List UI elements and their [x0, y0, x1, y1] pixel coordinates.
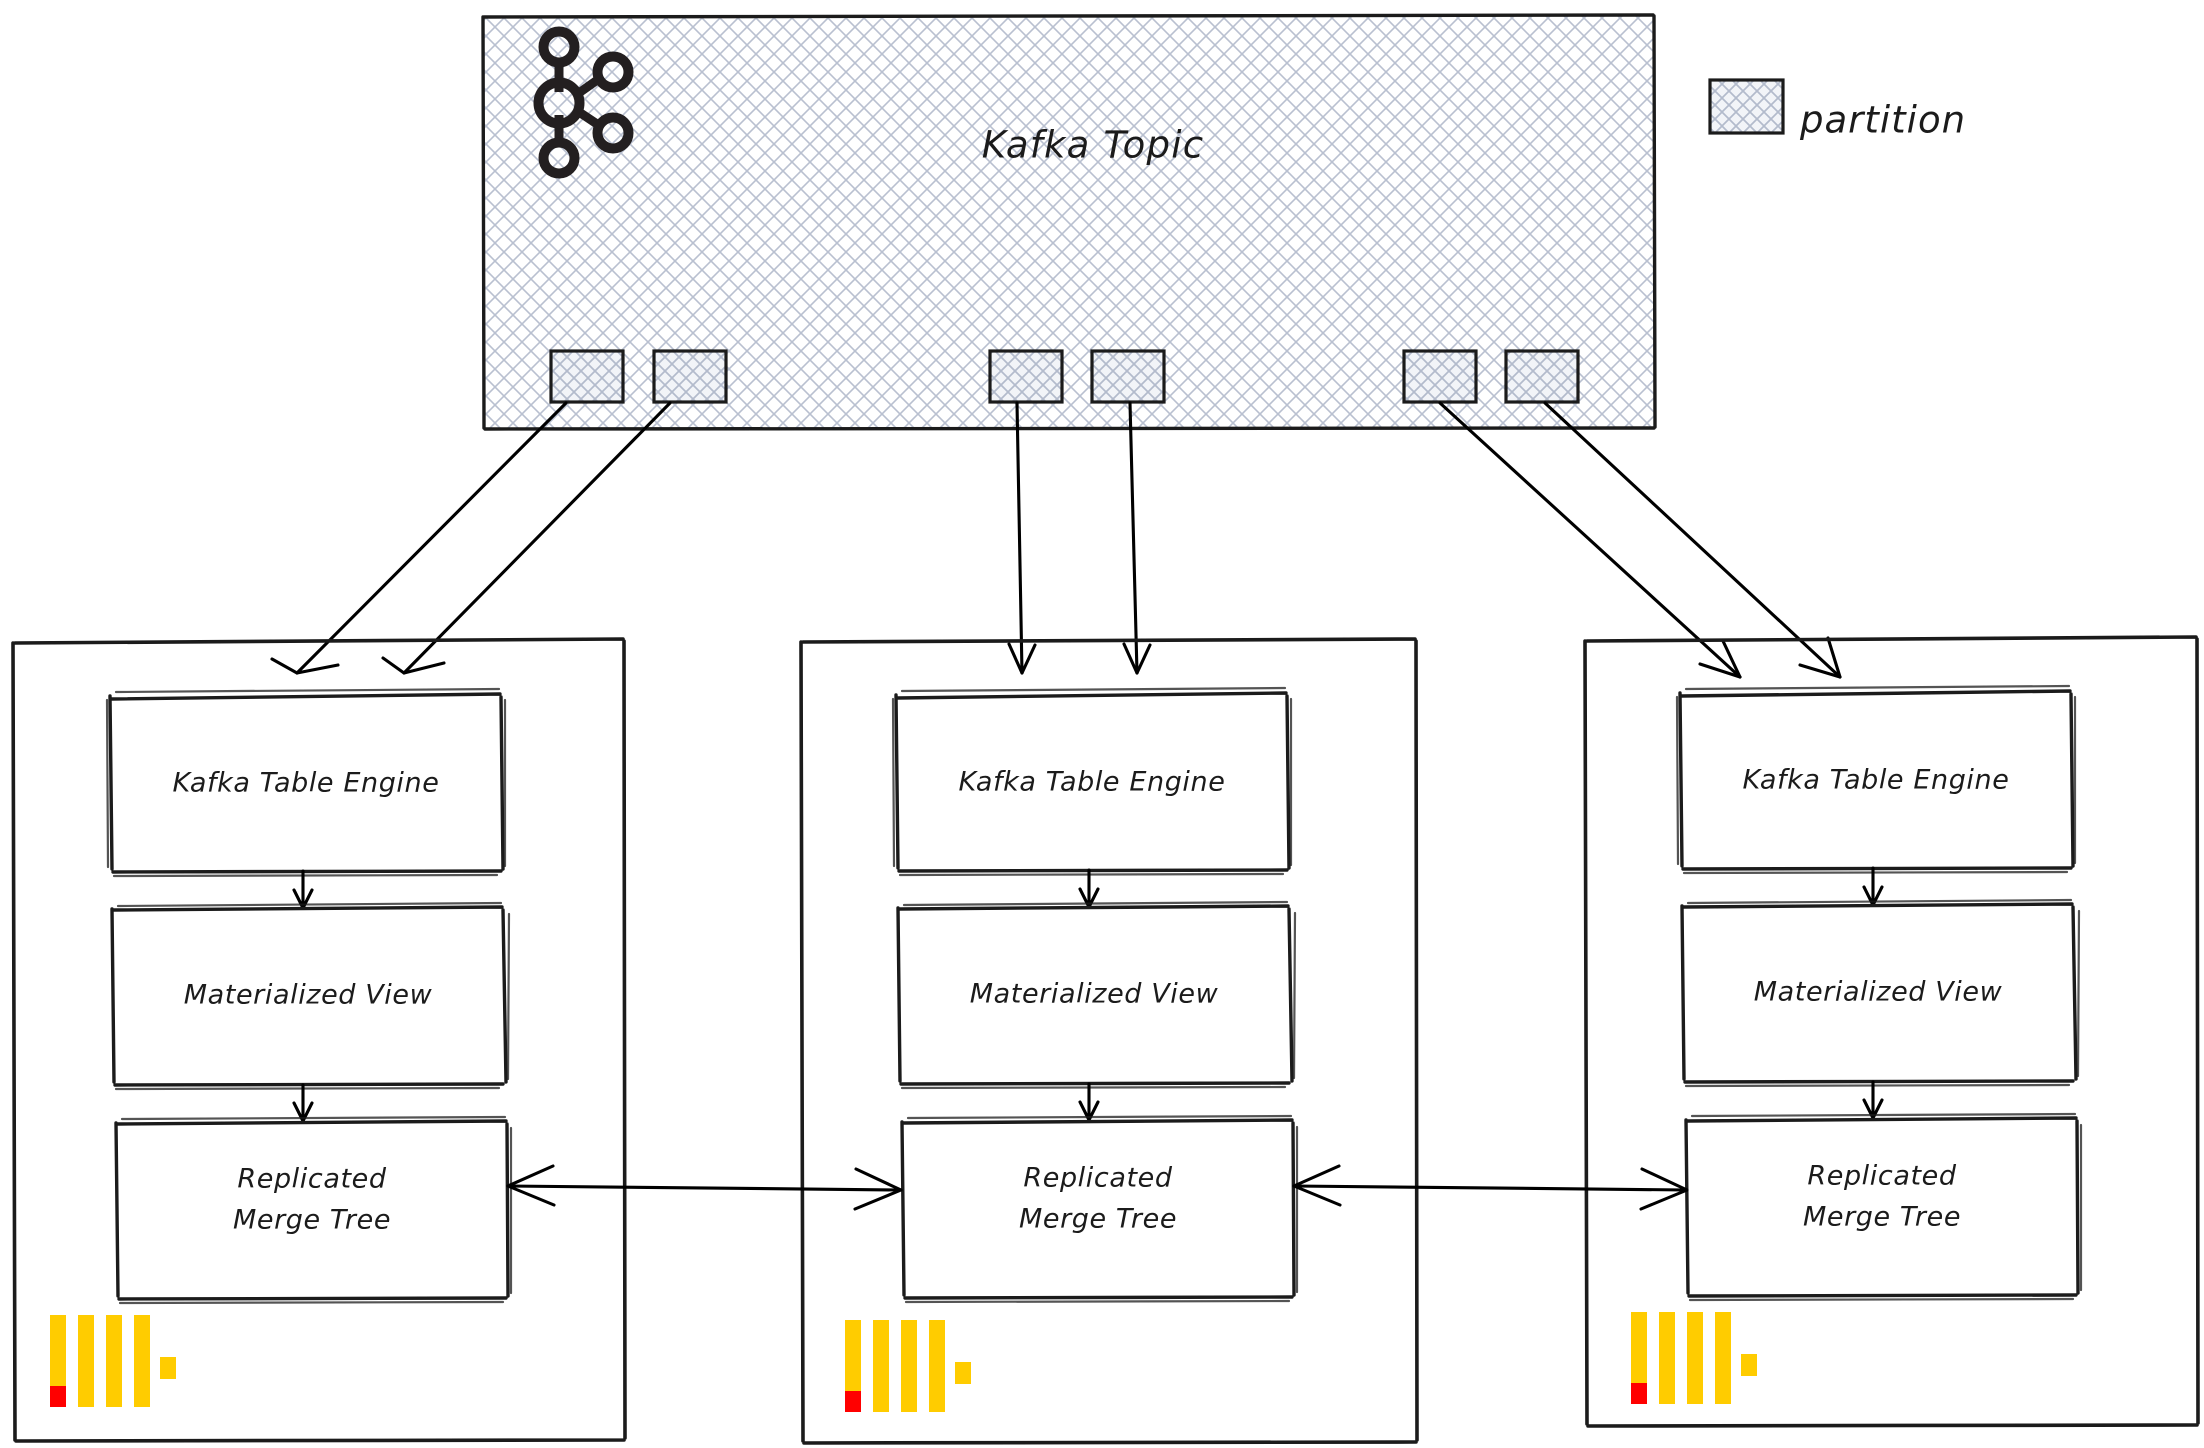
replicated-merge-tree-1[interactable]: Replicated Merge Tree [114, 1115, 513, 1305]
legend-partition-swatch [1708, 78, 1785, 135]
clickhouse-node-1[interactable]: Kafka Table Engine Materialized View Rep… [11, 637, 627, 1443]
replicated-merge-tree-3-line1: Replicated [1807, 1161, 1957, 1192]
partition-4[interactable] [1090, 349, 1166, 404]
replicated-merge-tree-1-line1: Replicated [237, 1164, 387, 1195]
partition-6[interactable] [1504, 349, 1580, 404]
clickhouse-logo-3 [1631, 1312, 1757, 1404]
clickhouse-node-2[interactable]: Kafka Table Engine Materialized View Rep… [799, 637, 1419, 1445]
clickhouse-node-3[interactable]: Kafka Table Engine Materialized View Rep… [1583, 635, 2200, 1428]
kafka-table-engine-2[interactable]: Kafka Table Engine [891, 686, 1293, 877]
cluster-3-border [1583, 635, 2200, 1428]
kafka-topic-container[interactable]: Kafka Topic [481, 13, 1657, 431]
materialized-view-2-label: Materialized View [970, 979, 1219, 1010]
kafka-table-engine-2-label: Kafka Table Engine [959, 767, 1226, 798]
materialized-view-1[interactable]: Materialized View [110, 901, 511, 1091]
replicated-merge-tree-2-line2: Merge Tree [1019, 1204, 1177, 1235]
partition-3[interactable] [988, 349, 1064, 404]
kafka-table-engine-1-label: Kafka Table Engine [173, 768, 440, 799]
kafka-table-engine-1[interactable]: Kafka Table Engine [105, 687, 507, 878]
kafka-table-engine-3-label: Kafka Table Engine [1743, 765, 2010, 796]
partition-5[interactable] [1402, 349, 1478, 404]
kafka-table-engine-3[interactable]: Kafka Table Engine [1675, 684, 2077, 875]
legend-partition-label: partition [1799, 99, 1966, 142]
replicated-merge-tree-3[interactable]: Replicated Merge Tree [1684, 1112, 2083, 1302]
replicated-merge-tree-1-line2: Merge Tree [233, 1205, 391, 1236]
replication-link-1-2 [506, 1164, 903, 1211]
clickhouse-logo-1 [50, 1315, 176, 1407]
partition-2[interactable] [652, 349, 728, 404]
replicated-merge-tree-2[interactable]: Replicated Merge Tree [900, 1114, 1299, 1304]
replication-link-2-3 [1292, 1164, 1689, 1211]
partition-1[interactable] [549, 349, 625, 404]
kafka-topic-border [481, 13, 1657, 431]
kafka-topic-title: Kafka Topic [982, 124, 1204, 167]
cluster-2-border [799, 637, 1419, 1445]
partition-to-cluster-arrows [270, 401, 1842, 679]
kafka-logo [533, 26, 634, 179]
replicated-merge-tree-3-line2: Merge Tree [1803, 1202, 1961, 1233]
materialized-view-2[interactable]: Materialized View [896, 900, 1297, 1090]
materialized-view-1-label: Materialized View [184, 980, 433, 1011]
legend: partition [1708, 78, 1966, 142]
replicated-merge-tree-2-line1: Replicated [1023, 1163, 1173, 1194]
clickhouse-logo-2 [845, 1320, 971, 1412]
materialized-view-3-label: Materialized View [1754, 977, 2003, 1008]
cluster-1-border [11, 637, 627, 1443]
materialized-view-3[interactable]: Materialized View [1680, 898, 2081, 1088]
